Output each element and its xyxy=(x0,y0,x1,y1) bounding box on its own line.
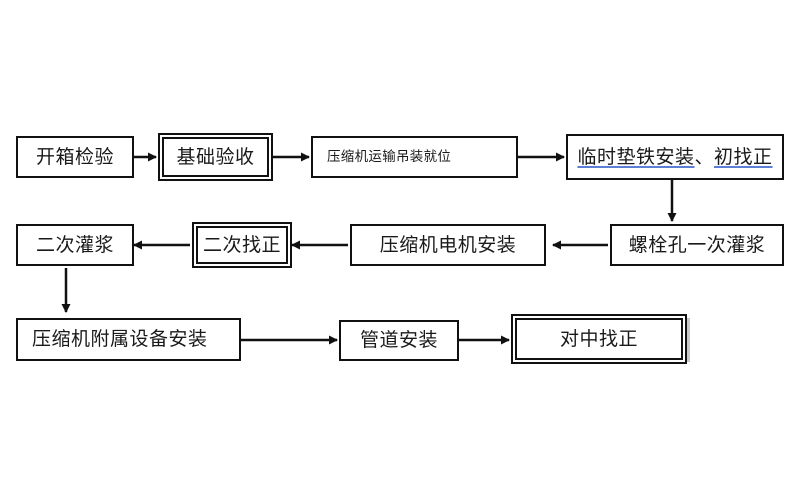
node-label-separator: 、 xyxy=(694,145,714,168)
node-duizhong-shadow xyxy=(686,318,690,362)
node-erci-zhaozheng[interactable]: 二次找正 xyxy=(192,222,292,268)
node-yasuoji-dianji-anzhuang[interactable]: 压缩机电机安装 xyxy=(350,224,546,266)
node-label: 基础验收 xyxy=(176,145,255,168)
node-label: 对中找正 xyxy=(559,327,638,350)
node-yunshu-diaozhuang[interactable]: 压缩机运输吊装就位 xyxy=(311,136,518,178)
node-label: 二次灌浆 xyxy=(35,233,114,256)
node-duizhong-zhaozheng[interactable]: 对中找正 xyxy=(511,314,687,364)
node-label: 开箱检验 xyxy=(35,145,114,168)
node-jichu-yanshou[interactable]: 基础验收 xyxy=(158,133,273,181)
node-label: 二次找正 xyxy=(202,233,281,256)
node-label: 压缩机电机安装 xyxy=(379,233,517,256)
node-kaixiang-jianyan[interactable]: 开箱检验 xyxy=(16,136,134,178)
node-label-composite: 临时垫铁安装、初找正 xyxy=(577,145,773,168)
node-erci-guanjiang[interactable]: 二次灌浆 xyxy=(16,224,134,266)
node-label: 压缩机附属设备安装 xyxy=(32,328,208,351)
node-guandao-anzhuang[interactable]: 管道安装 xyxy=(339,320,459,361)
node-linshi-dietie-chuzhaozheng[interactable]: 临时垫铁安装、初找正 xyxy=(566,134,784,180)
node-label: 压缩机运输吊装就位 xyxy=(327,148,452,165)
node-label-part-1: 临时垫铁安装 xyxy=(577,145,695,168)
node-label: 管道安装 xyxy=(359,329,438,352)
node-label-part-2: 初找正 xyxy=(714,145,773,168)
node-fushu-shebei-anzhuang[interactable]: 压缩机附属设备安装 xyxy=(16,318,241,361)
node-luoshuankong-yiciguanjiang[interactable]: 螺栓孔一次灌浆 xyxy=(610,224,784,266)
node-label: 螺栓孔一次灌浆 xyxy=(628,233,766,256)
